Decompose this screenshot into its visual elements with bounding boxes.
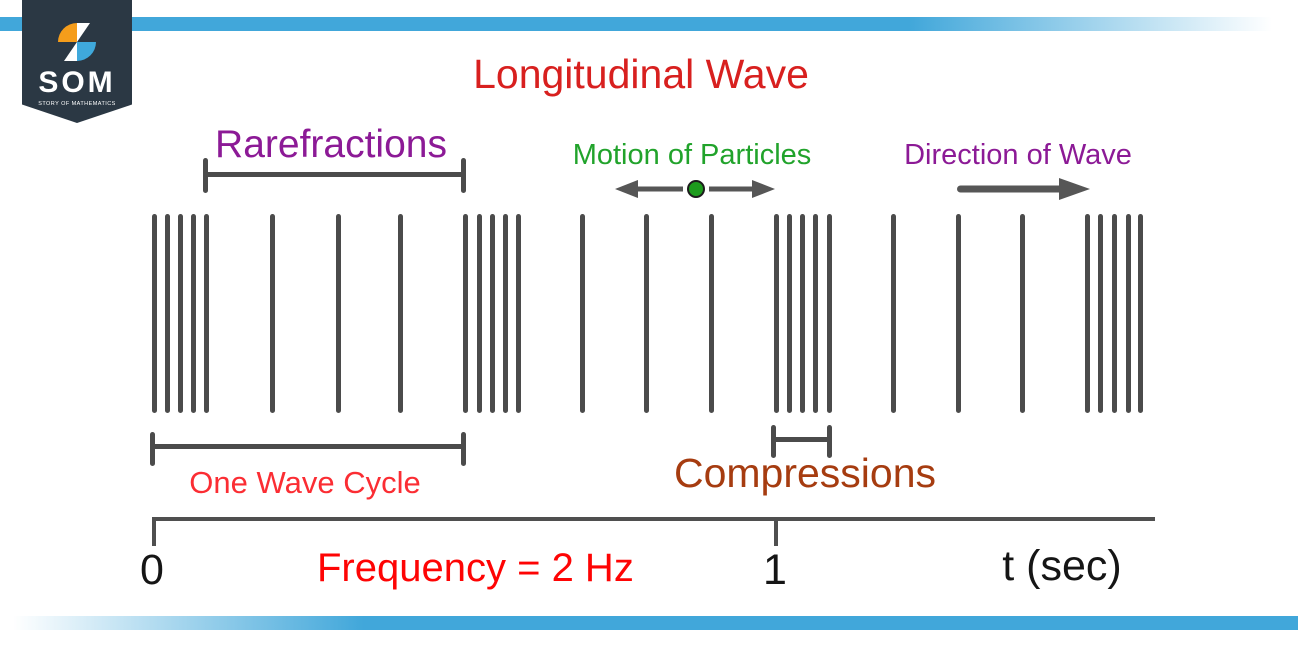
wave-particle-line	[1112, 214, 1117, 413]
motion-of-particles-label: Motion of Particles	[572, 139, 812, 171]
wave-particle-line	[827, 214, 832, 413]
wave-particle-line	[644, 214, 649, 413]
time-axis-label: t (sec)	[1002, 542, 1122, 590]
wave-particle-line	[463, 214, 468, 413]
wave-particle-line	[1098, 214, 1103, 413]
rarefractions-bracket-left-cap	[203, 158, 208, 193]
wave-particle-line	[580, 214, 585, 413]
som-logo-mark-icon	[58, 23, 96, 61]
wave-particle-line	[204, 214, 209, 413]
wave-particle-line	[774, 214, 779, 413]
one-wave-cycle-label: One Wave Cycle	[189, 465, 421, 500]
wave-particle-line	[956, 214, 961, 413]
figure-title: Longitudinal Wave	[473, 51, 809, 97]
frequency-label: Frequency = 2 Hz	[317, 546, 634, 590]
one-wave-cycle-bracket	[152, 444, 466, 449]
particle-dot-icon	[687, 180, 705, 198]
axis-tick-label-1: 1	[763, 546, 787, 594]
wave-particle-line	[270, 214, 275, 413]
time-axis-line	[152, 517, 1155, 521]
axis-tick-label-0: 0	[140, 546, 164, 594]
wave-particle-line	[503, 214, 508, 413]
rarefractions-label: Rarefractions	[215, 123, 447, 166]
wave-particle-line	[477, 214, 482, 413]
wave-particle-line	[336, 214, 341, 413]
wave-particle-line	[800, 214, 805, 413]
wave-particle-line	[1085, 214, 1090, 413]
wave-particle-line	[1020, 214, 1025, 413]
top-blue-stripe	[0, 17, 1298, 31]
wave-particle-line	[178, 214, 183, 413]
som-wordmark: SOM	[38, 66, 116, 99]
wave-particle-line	[516, 214, 521, 413]
wave-particle-line	[398, 214, 403, 413]
rarefractions-bracket	[203, 172, 466, 177]
wave-particle-line	[813, 214, 818, 413]
wave-particle-line	[891, 214, 896, 413]
compressions-bracket-left-cap	[771, 425, 776, 458]
compressions-bracket	[773, 437, 830, 442]
bottom-blue-stripe	[0, 616, 1298, 630]
particle-motion-arrows-icon	[615, 180, 775, 198]
wave-particle-line	[152, 214, 157, 413]
one-wave-cycle-bracket-right-cap	[461, 432, 466, 466]
axis-tick-0	[152, 517, 156, 546]
wave-particle-line	[191, 214, 196, 413]
compressions-label: Compressions	[673, 450, 937, 496]
wave-direction-arrow-icon	[957, 178, 1090, 200]
wave-particle-line	[709, 214, 714, 413]
wave-particle-line	[490, 214, 495, 413]
som-logo-badge: SOM STORY OF MATHEMATICS	[22, 0, 132, 123]
direction-of-wave-label: Direction of Wave	[904, 139, 1132, 171]
wave-particle-line	[1138, 214, 1143, 413]
axis-tick-1	[774, 517, 778, 546]
wave-particle-line	[165, 214, 170, 413]
one-wave-cycle-bracket-left-cap	[150, 432, 155, 466]
rarefractions-bracket-right-cap	[461, 158, 466, 193]
wave-particle-line	[787, 214, 792, 413]
compressions-bracket-right-cap	[827, 425, 832, 458]
wave-particle-line	[1126, 214, 1131, 413]
som-tagline: STORY OF MATHEMATICS	[38, 101, 116, 107]
